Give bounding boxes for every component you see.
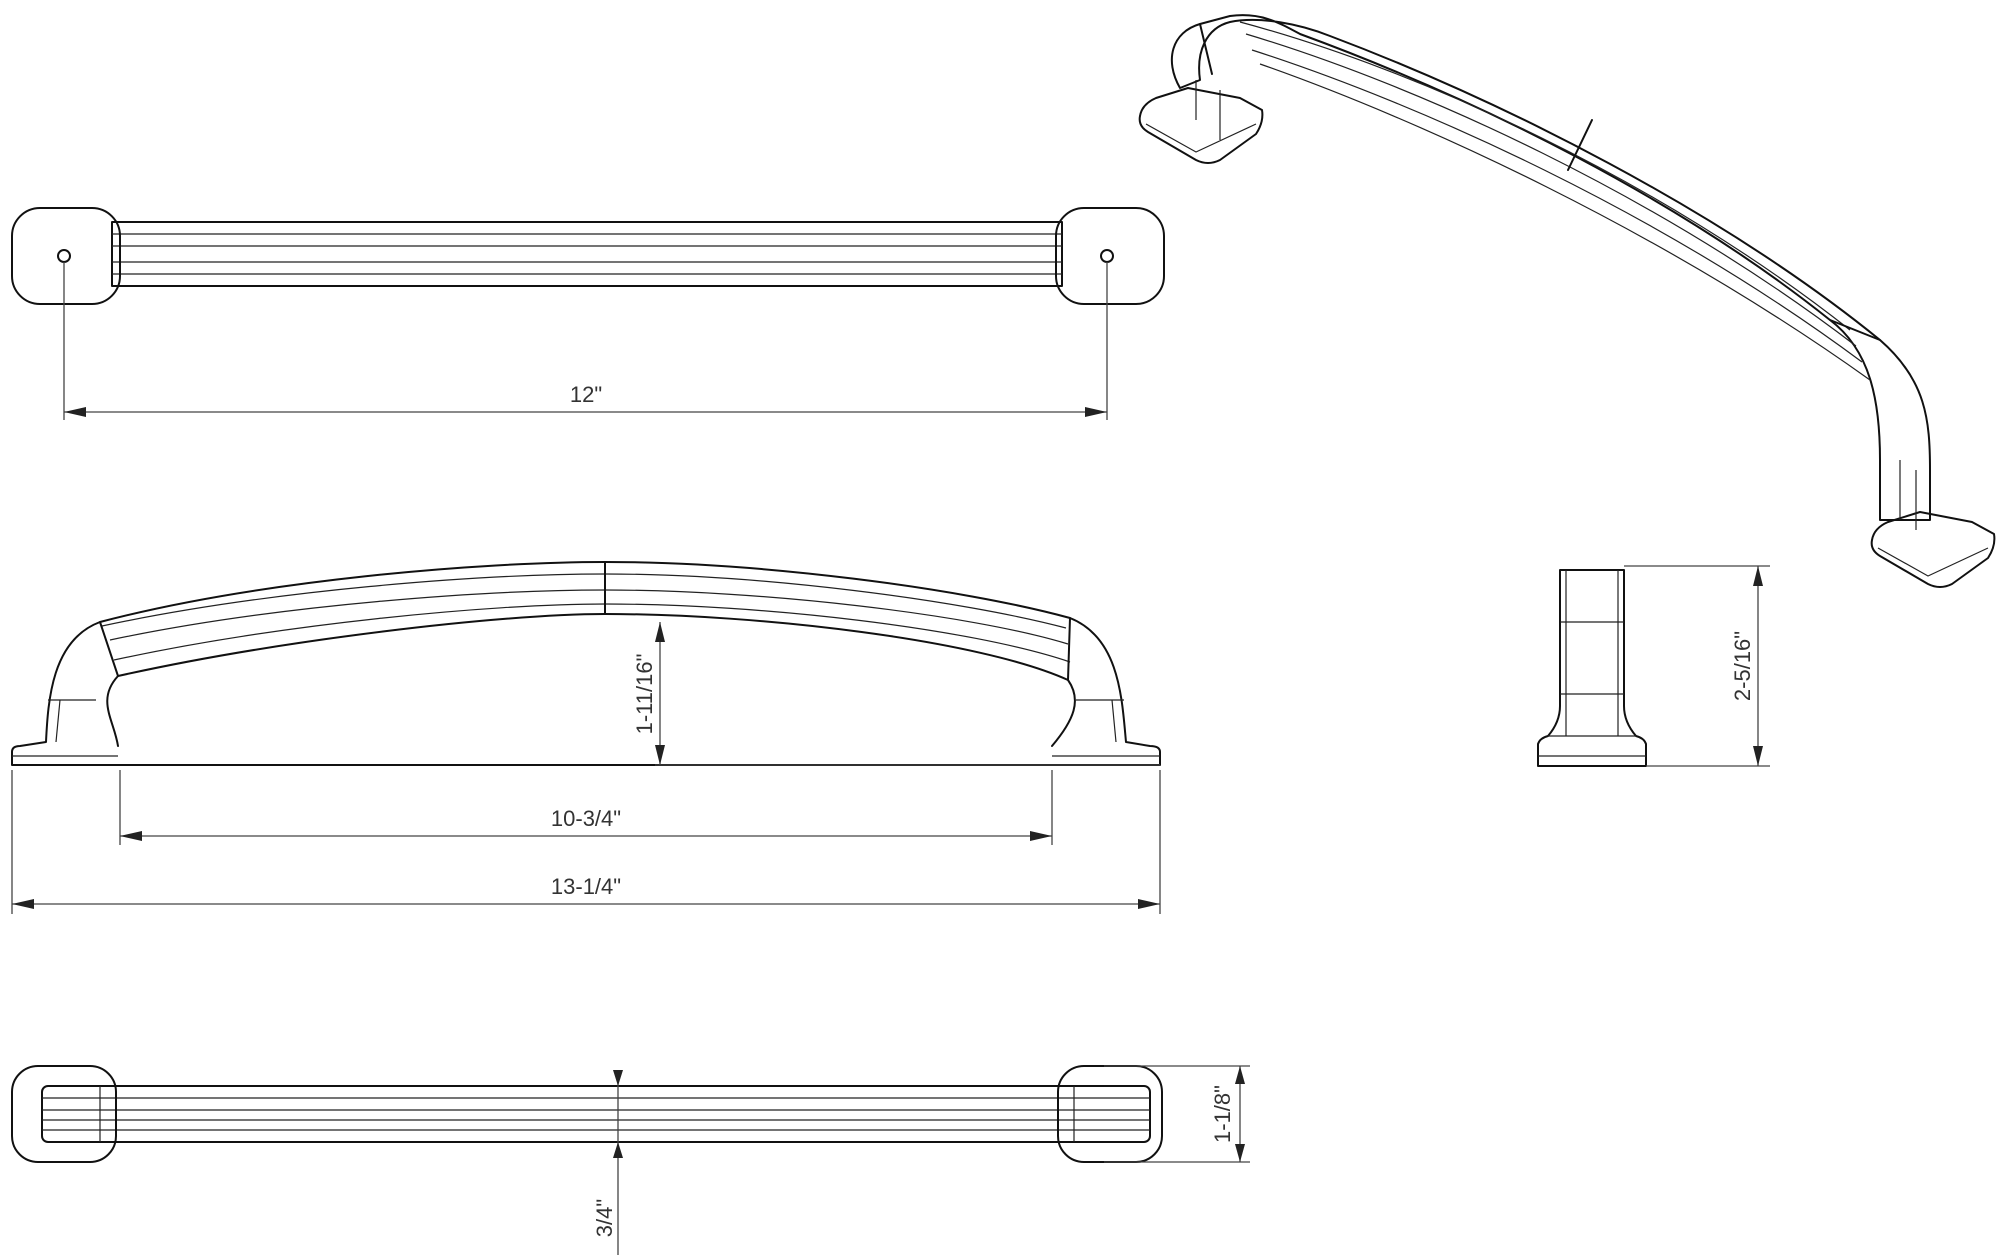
dim-inner-span: 10-3/4" (551, 806, 621, 831)
isometric-view (1138, 14, 1996, 588)
dim-bar-width: 3/4" (592, 1199, 617, 1237)
iso-handle (1170, 14, 1931, 521)
side-view-post (1537, 569, 1647, 767)
iso-right-foot (1870, 511, 1996, 588)
dim-side-height: 2-5/16" (1730, 631, 1755, 701)
top-view: 12" (11, 207, 1165, 420)
dim-overall-length: 13-1/4" (551, 874, 621, 899)
dim-height: 1-11/16" (632, 654, 657, 735)
top-view-bar (111, 221, 1063, 287)
bottom-view-bar (41, 1085, 1151, 1143)
top-view-left-foot (11, 207, 121, 305)
top-view-right-foot (1055, 207, 1165, 305)
front-view: 1-11/16" 10-3/4" 13-1/4" (11, 561, 1161, 914)
bottom-view-left-end (11, 1065, 117, 1163)
dim-center-to-center: 12" (570, 382, 602, 407)
iso-left-foot (1138, 87, 1264, 164)
front-view-handle (11, 561, 1161, 766)
bottom-view: 3/4" 1-1/8" (11, 1065, 1250, 1255)
dim-foot-width: 1-1/8" (1210, 1085, 1235, 1143)
side-view: 2-5/16" (1537, 565, 1770, 767)
